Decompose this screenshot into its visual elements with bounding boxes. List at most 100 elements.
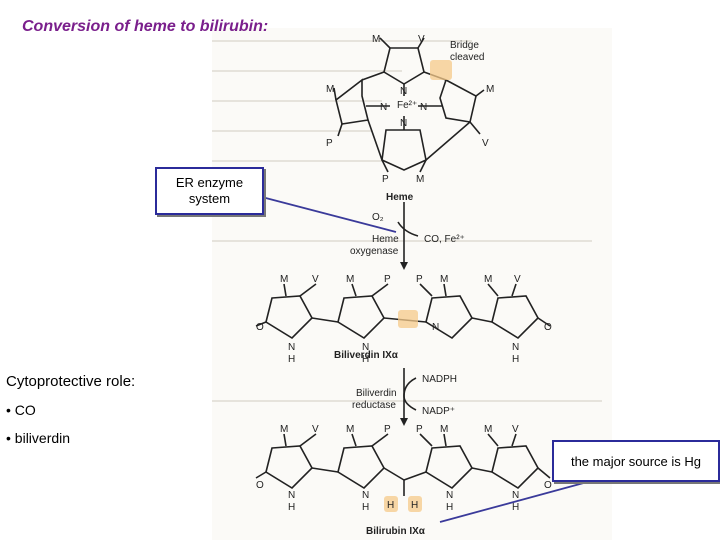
pyrrole-ring (439, 78, 477, 123)
substituent-label: M (280, 424, 288, 435)
atom-label: O (544, 480, 552, 491)
substituent-label: M (440, 274, 448, 285)
enzyme-label: Biliverdin (356, 388, 397, 399)
atom-label: O (256, 480, 264, 491)
arrowhead (400, 262, 408, 270)
atom-label: N (420, 102, 427, 113)
products-label: CO, Fe²⁺ (424, 234, 465, 245)
atom-label: O (544, 322, 552, 333)
side-arrow (397, 221, 419, 237)
pyrrole-ring (425, 445, 473, 490)
substituent-label: P (384, 274, 391, 285)
atom-label: H (362, 354, 369, 365)
pyrrole-ring (335, 78, 369, 125)
substituent-label: M (372, 34, 380, 45)
substituent-label: P (326, 138, 333, 149)
bullet-biliverdin: • biliverdin (6, 430, 71, 446)
iron-label: Fe²⁺ (397, 100, 417, 111)
substituent-label: M (486, 84, 494, 95)
side-arrow (403, 377, 417, 411)
bridge-label: Bridge (450, 40, 479, 51)
arrowhead (400, 418, 408, 426)
substituent-label: P (416, 424, 423, 435)
background-text-line (212, 70, 402, 72)
cofactor-label: NADPH (422, 374, 457, 385)
atom-label: H (387, 500, 394, 511)
substituent-label: M (346, 274, 354, 285)
atom-label: H (446, 502, 453, 513)
enzyme-label: oxygenase (350, 246, 399, 257)
atom-label: H (288, 354, 295, 365)
substituent-label: P (384, 424, 391, 435)
pyrrole-ring (491, 445, 539, 490)
atom-label: N (288, 342, 295, 353)
background-text-line (212, 240, 592, 242)
hg-source-callout: the major source is Hg (552, 440, 720, 482)
heme-label: Heme (386, 192, 414, 203)
substituent-label: P (382, 174, 389, 185)
substituent-label: M (346, 424, 354, 435)
substituent-label: M (416, 174, 424, 185)
o2-label: O₂ (372, 212, 384, 223)
pyrrole-ring (383, 47, 425, 85)
atom-label: N (288, 490, 295, 501)
substituent-label: M (280, 274, 288, 285)
substituent-label: P (416, 274, 423, 285)
hg-callout-text: the major source is Hg (570, 453, 702, 469)
enzyme-label: reductase (352, 400, 396, 411)
callout-arrow-hg (439, 477, 603, 523)
background-text-line (212, 160, 382, 162)
substituent-label: V (418, 34, 425, 45)
bridge-highlight (430, 60, 452, 80)
cytoprotective-heading: Cytoprotective role: (6, 373, 136, 390)
atom-label: H (362, 502, 369, 513)
biliverdin-label: Biliverdin IXα (334, 350, 399, 361)
bridge-highlight (398, 310, 418, 328)
atom-label: N (432, 322, 439, 333)
substituent-label: V (514, 274, 521, 285)
atom-label: N (380, 102, 387, 113)
bridge-label: cleaved (450, 52, 484, 63)
atom-label: H (512, 502, 519, 513)
substituent-label: M (484, 424, 492, 435)
page-title: Conversion of heme to bilirubin: (22, 18, 269, 35)
atom-label: N (446, 490, 453, 501)
substituent-label: M (484, 274, 492, 285)
pyrrole-ring (337, 295, 385, 340)
pyrrole-ring (381, 129, 427, 171)
atom-label: H (411, 500, 418, 511)
atom-label: N (362, 490, 369, 501)
bullet-co: • CO (6, 402, 36, 418)
atom-label: N (512, 342, 519, 353)
atom-label: N (400, 86, 407, 97)
substituent-label: M (326, 84, 334, 95)
er-callout-line1: ER enzyme (175, 175, 244, 190)
background-text-line (212, 40, 472, 42)
atom-label: N (512, 490, 519, 501)
background-text-line (212, 400, 602, 402)
background-text-line (212, 100, 382, 102)
substituent-label: V (312, 274, 319, 285)
atom-label: O (256, 322, 264, 333)
pyrrole-ring (265, 445, 313, 490)
substituent-label: V (512, 424, 519, 435)
atom-label: N (362, 342, 369, 353)
enzyme-label: Heme (372, 234, 399, 245)
atom-label: H (512, 354, 519, 365)
substituent-label: V (482, 138, 489, 149)
bilirubin-label: Bilirubin IXα (366, 526, 426, 537)
atom-label: N (400, 118, 407, 129)
atom-label: H (288, 502, 295, 513)
hydrogen-highlight (408, 496, 422, 512)
substituent-label: M (440, 424, 448, 435)
pyrrole-ring (337, 445, 385, 490)
er-enzyme-callout: ER enzyme system (155, 167, 264, 215)
pyrrole-ring (491, 295, 539, 340)
textbook-scan-background (212, 28, 612, 540)
callout-arrow-er (257, 195, 397, 233)
substituent-label: V (312, 424, 319, 435)
background-text-line (212, 130, 372, 132)
hydrogen-highlight (384, 496, 398, 512)
pyrrole-ring (425, 295, 473, 340)
